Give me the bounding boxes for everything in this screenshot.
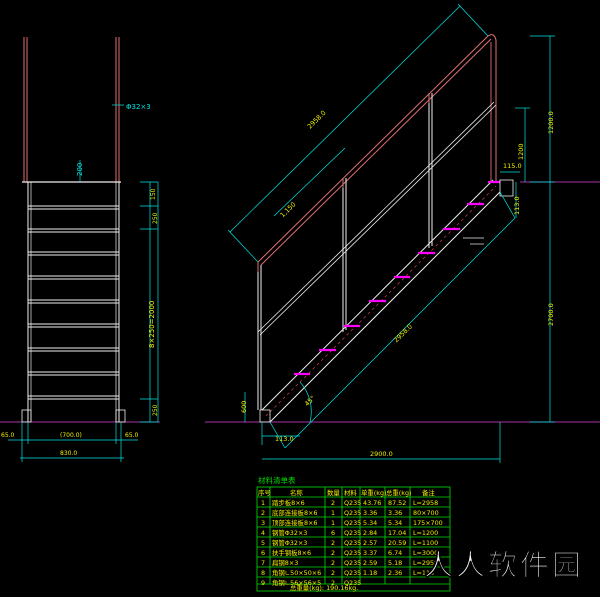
bom-cell-note: L=1100: [413, 539, 438, 547]
bom-cell-index: 1: [261, 499, 265, 507]
bom-cell-index: 6: [261, 549, 265, 557]
bom-cell-note: L=2958: [413, 499, 438, 507]
bom-cell-name: 踏步板8×6: [272, 498, 305, 507]
inner-height-dim: 600: [240, 401, 248, 413]
bottom-gap-dim: 250: [152, 404, 159, 416]
bom-cell-total-weight: 5.18: [388, 559, 402, 567]
bom-cell-material: Q235: [344, 569, 361, 577]
bom-header-name: 名称: [290, 488, 303, 497]
bom-cell-qty: 2: [331, 559, 335, 567]
bom-cell-qty: 1: [331, 509, 335, 517]
post-section-dim: Φ32×3: [126, 103, 151, 111]
bom-cell-unit-weight: 3.36: [363, 509, 377, 517]
bom-header-unit-weight: 单重(kg): [361, 488, 387, 497]
total-height-dim: 2700.0: [547, 303, 555, 326]
bom-header-qty: 数量: [327, 488, 340, 497]
rail-height-left-dim: 1200: [517, 143, 525, 160]
bom-cell-note: L=1200: [413, 529, 438, 537]
bom-cell-material: Q235: [344, 529, 361, 537]
watermark: 人人软件园: [424, 548, 584, 582]
bom-table: 材料清单表 序号 名称 数量 材料 单重(kg): [256, 475, 451, 592]
bom-cell-material: Q235: [344, 499, 361, 507]
top-gap-dim: 200: [76, 163, 84, 176]
bom-header-note: 备注: [422, 488, 435, 497]
bom-cell-qty: 2: [331, 499, 335, 507]
bom-cell-name: 扶手钢板8×6: [272, 548, 311, 557]
bom-cell-total-weight: 87.52: [388, 499, 406, 507]
left-offset-dim: 65.0: [1, 432, 15, 439]
bom-header-total-weight: 总重(kg): [386, 488, 412, 497]
bom-cell-material: Q235: [344, 539, 361, 547]
bom-cell-unit-weight: 1.18: [363, 569, 377, 577]
bom-cell-name: 钢管Φ32×3: [272, 528, 307, 537]
bom-cell-name: 钢管Φ32×3: [272, 538, 307, 547]
bom-cell-index: 8: [261, 569, 265, 577]
bom-cell-note: L=2958: [413, 559, 438, 567]
right-offset-dim: 65.0: [125, 432, 139, 439]
side-view: 2958.0 1,150 1200.0 1200 115.0 113.0 295…: [205, 3, 600, 463]
bom-cell-unit-weight: 2.84: [363, 529, 377, 537]
diagonal-top-dim: 2958.0: [306, 109, 328, 131]
total-width-dim: 830.0: [60, 450, 77, 457]
base-height-dim: 150: [150, 188, 157, 200]
bom-cell-material: Q235: [344, 579, 361, 587]
bom-cell-note: 80×700: [413, 509, 439, 517]
bom-total: 总重量(kg): 190.16kg.: [290, 583, 358, 592]
bom-cell-name: 角钢∟56×56×5: [272, 578, 321, 587]
bom-cell-qty: 2: [331, 569, 335, 577]
bom-cell-index: 7: [261, 559, 265, 567]
bom-cell-material: Q235: [344, 549, 361, 557]
bom-cell-index: 9: [261, 579, 265, 587]
rail-offset-dim: 1,150: [279, 200, 298, 219]
bom-cell-unit-weight: 3.37: [363, 549, 377, 557]
inner-width-dim: (700.0): [60, 432, 82, 439]
bom-cell-unit-weight: 5.34: [363, 519, 377, 527]
base-left-dim: 113.0: [275, 435, 294, 443]
bom-cell-total-weight: 20.59: [388, 539, 406, 547]
bom-cell-note: L=113: [413, 569, 434, 577]
rail-height-right-dim: 1200.0: [547, 111, 555, 134]
diagonal-stringer-dim: 2958.0: [392, 323, 414, 345]
bom-cell-note: L=3000: [413, 549, 438, 557]
bom-cell-name: 扁钢8×3: [272, 558, 298, 567]
rail-span-dim: 8×250=2000: [148, 301, 156, 348]
bom-cell-qty: 2: [331, 579, 335, 587]
bom-table-title: 材料清单表: [258, 475, 296, 485]
bom-cell-name: 底部连接板8×6: [272, 508, 317, 517]
bom-cell-index: 2: [261, 509, 265, 517]
top-step-dim: 113.0: [513, 196, 521, 215]
bom-cell-qty: 6: [331, 529, 335, 537]
bom-cell-total-weight: 3.36: [388, 509, 402, 517]
bom-cell-qty: 2: [331, 539, 335, 547]
tread-depth-dim: 115.0: [503, 162, 522, 170]
bom-cell-unit-weight: 2.59: [363, 559, 377, 567]
bom-cell-name: 顶部连接板8×6: [272, 518, 317, 527]
bom-cell-total-weight: 17.04: [388, 529, 406, 537]
bom-header-material: 材料: [344, 488, 357, 497]
total-run-dim: 2900.0: [370, 450, 393, 458]
bom-cell-index: 4: [261, 529, 265, 537]
bom-cell-total-weight: 5.34: [388, 519, 402, 527]
bom-cell-qty: 1: [331, 519, 335, 527]
bom-cell-material: Q235: [344, 519, 361, 527]
bom-cell-total-weight: 6.74: [388, 549, 402, 557]
bom-cell-qty: 2: [331, 549, 335, 557]
bom-cell-material: Q235: [344, 559, 361, 567]
bom-header-index: 序号: [258, 488, 271, 497]
bom-cell-index: 3: [261, 519, 265, 527]
bom-cell-total-weight: 2.36: [388, 569, 402, 577]
bom-cell-material: Q235: [344, 509, 361, 517]
bom-cell-index: 5: [261, 539, 265, 547]
bom-cell-note: 175×700: [413, 519, 443, 527]
bom-cell-unit-weight: 43.76: [363, 499, 381, 507]
front-view: Φ32×3 200 150 250 8×250=2000 250 65.0 (7…: [0, 37, 160, 462]
bom-cell-name: 角钢∟50×50×6: [272, 568, 321, 577]
step-pitch-dim: 250: [152, 212, 159, 224]
angle-dim: 45°: [303, 394, 317, 408]
bom-cell-unit-weight: 2.57: [363, 539, 377, 547]
